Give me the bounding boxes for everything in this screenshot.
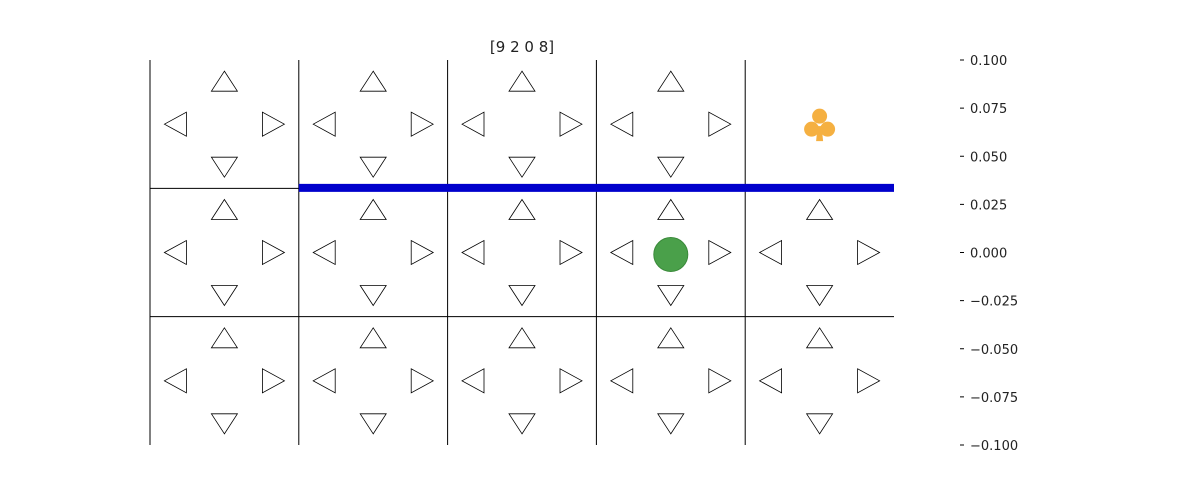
club-stem bbox=[816, 126, 824, 142]
arrow-left-icon bbox=[163, 239, 187, 266]
arrow-left-icon bbox=[609, 239, 634, 266]
arrow-left-icon bbox=[312, 368, 336, 394]
arrow-down-icon bbox=[359, 413, 387, 435]
arrow-down-icon bbox=[805, 413, 834, 435]
arrow-up-icon bbox=[657, 70, 685, 92]
arrow-left-icon bbox=[163, 368, 187, 394]
arrow-right-icon bbox=[559, 111, 583, 137]
arrow-right-icon bbox=[261, 111, 286, 137]
arrow-left-icon bbox=[461, 368, 485, 394]
arrow-right-icon bbox=[410, 239, 435, 266]
arrow-right-icon bbox=[857, 239, 881, 266]
arrow-left-icon bbox=[758, 239, 782, 266]
arrow-up-icon bbox=[508, 198, 536, 220]
arrow-down-icon bbox=[508, 413, 536, 435]
y-tick-label: 0.050 bbox=[970, 150, 1007, 165]
arrow-up-icon bbox=[210, 70, 239, 92]
y-tick-label: −0.025 bbox=[970, 295, 1018, 310]
arrow-left-icon bbox=[163, 111, 187, 137]
arrow-left-icon bbox=[758, 368, 782, 394]
arrow-down-icon bbox=[210, 156, 239, 178]
arrow-right-icon bbox=[559, 239, 583, 266]
arrow-up-icon bbox=[359, 327, 387, 349]
y-tick-label: 0.075 bbox=[970, 102, 1007, 117]
arrow-down-icon bbox=[657, 413, 685, 435]
club-icon bbox=[804, 108, 836, 142]
y-tick-label: 0.000 bbox=[970, 247, 1007, 262]
arrow-up-icon bbox=[508, 70, 536, 92]
arrow-right-icon bbox=[857, 368, 881, 394]
arrow-left-icon bbox=[609, 368, 634, 394]
arrow-left-icon bbox=[312, 239, 336, 266]
arrow-down-icon bbox=[359, 285, 387, 307]
arrow-right-icon bbox=[410, 111, 435, 137]
arrow-up-icon bbox=[805, 198, 834, 220]
arrow-right-icon bbox=[559, 368, 583, 394]
arrow-down-icon bbox=[210, 413, 239, 435]
arrow-left-icon bbox=[312, 111, 336, 137]
arrow-right-icon bbox=[708, 111, 732, 137]
arrow-down-icon bbox=[359, 156, 387, 178]
club-leaf-right bbox=[820, 121, 836, 137]
grid-lines bbox=[149, 60, 894, 445]
arrow-up-icon bbox=[657, 327, 685, 349]
y-tick-label: −0.050 bbox=[970, 343, 1018, 358]
arrow-right-icon bbox=[261, 239, 286, 266]
arrow-left-icon bbox=[461, 239, 485, 266]
figure-title: [9 2 0 8] bbox=[490, 38, 554, 56]
arrow-up-icon bbox=[508, 327, 536, 349]
arrow-right-icon bbox=[410, 368, 435, 394]
arrow-down-icon bbox=[657, 156, 685, 178]
arrow-right-icon bbox=[708, 239, 732, 266]
arrow-up-icon bbox=[805, 327, 834, 349]
arrow-up-icon bbox=[657, 198, 685, 220]
grid-items bbox=[653, 108, 836, 272]
y-tick-label: −0.100 bbox=[970, 439, 1018, 454]
action-arrows bbox=[163, 70, 881, 435]
arrow-down-icon bbox=[210, 285, 239, 307]
y-tick-label: 0.025 bbox=[970, 198, 1007, 213]
arrow-up-icon bbox=[359, 70, 387, 92]
arrow-right-icon bbox=[261, 368, 286, 394]
y-axis: 0.100 0.075 0.050 0.025 0.000 −0.025 −0.050 −0.… bbox=[960, 54, 1018, 454]
arrow-up-icon bbox=[210, 198, 239, 220]
club-leaf-top bbox=[812, 108, 828, 124]
arrow-left-icon bbox=[609, 111, 634, 137]
arrow-up-icon bbox=[359, 198, 387, 220]
arrow-down-icon bbox=[657, 285, 685, 307]
arrow-left-icon bbox=[461, 111, 485, 137]
arrow-up-icon bbox=[210, 327, 239, 349]
arrow-right-icon bbox=[708, 368, 732, 394]
y-tick-label: 0.100 bbox=[970, 54, 1007, 69]
y-tick-label: −0.075 bbox=[970, 391, 1018, 406]
arrow-down-icon bbox=[508, 285, 536, 307]
club-leaf-left bbox=[804, 121, 820, 137]
agent-circle-icon bbox=[653, 237, 689, 272]
arrow-down-icon bbox=[805, 285, 834, 307]
arrow-down-icon bbox=[508, 156, 536, 178]
